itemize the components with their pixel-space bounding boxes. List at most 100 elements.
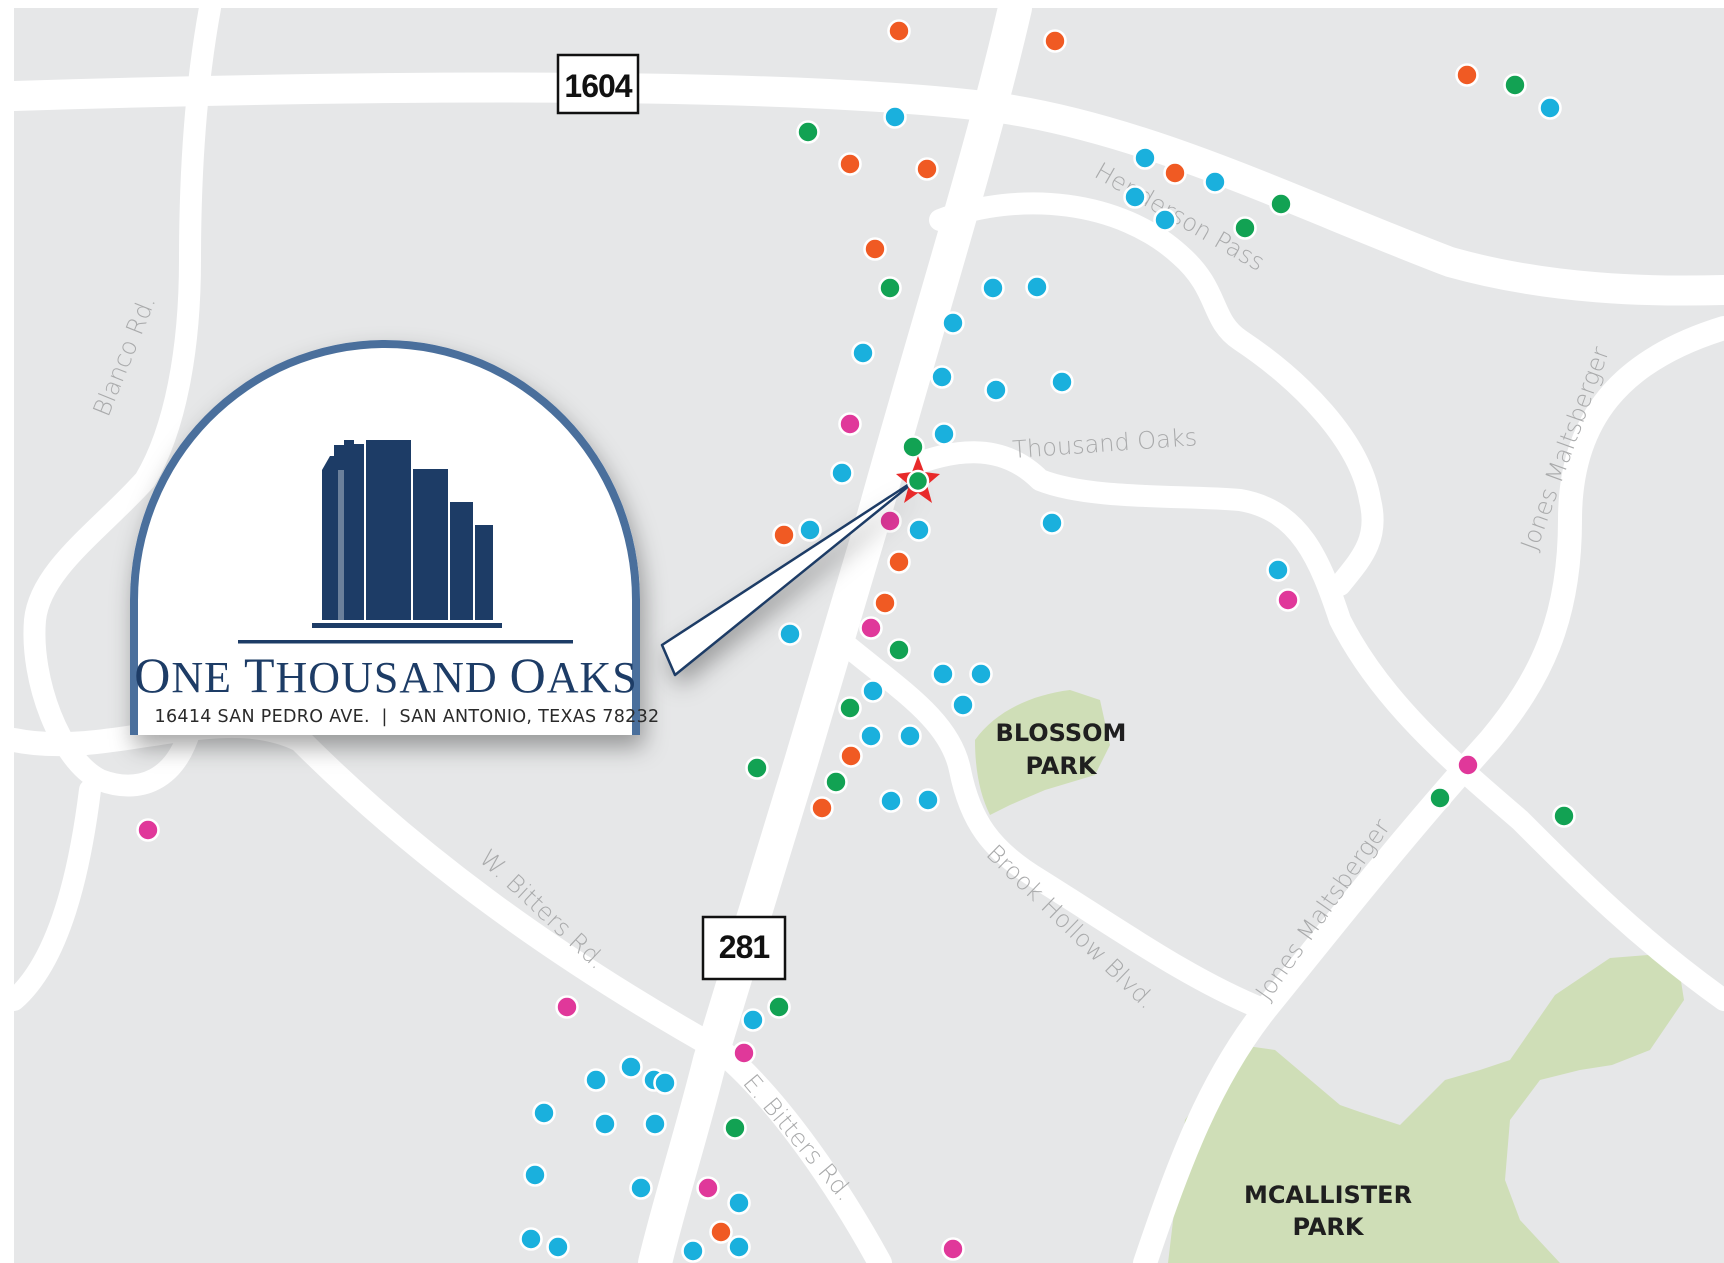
orange-marker[interactable]: [810, 796, 834, 820]
blue-marker[interactable]: [681, 1239, 705, 1263]
svg-text:1604: 1604: [564, 68, 632, 104]
orange-marker[interactable]: [1455, 63, 1479, 87]
pink-marker[interactable]: [696, 1176, 720, 1200]
blue-marker[interactable]: [741, 1008, 765, 1032]
property-location-star[interactable]: [896, 456, 940, 503]
blue-marker[interactable]: [898, 724, 922, 748]
blue-marker[interactable]: [593, 1112, 617, 1136]
blue-marker[interactable]: [532, 1101, 556, 1125]
green-marker[interactable]: [767, 995, 791, 1019]
green-marker[interactable]: [887, 638, 911, 662]
orange-marker[interactable]: [839, 744, 863, 768]
property-address: 16414 SAN PEDRO AVE. | SAN ANTONIO, TEXA…: [155, 707, 660, 727]
blue-marker[interactable]: [778, 622, 802, 646]
road-1604: [0, 72, 1724, 306]
blue-marker[interactable]: [1050, 370, 1074, 394]
orange-marker[interactable]: [887, 19, 911, 43]
orange-marker[interactable]: [772, 523, 796, 547]
pink-marker[interactable]: [838, 412, 862, 436]
property-marker: [906, 469, 930, 493]
green-marker[interactable]: [1269, 192, 1293, 216]
green-marker[interactable]: [1552, 804, 1576, 828]
green-marker[interactable]: [1428, 786, 1452, 810]
blue-marker[interactable]: [969, 662, 993, 686]
blue-marker[interactable]: [916, 788, 940, 812]
blue-marker[interactable]: [907, 518, 931, 542]
blue-marker[interactable]: [798, 518, 822, 542]
orange-marker[interactable]: [887, 550, 911, 574]
blue-marker[interactable]: [546, 1235, 570, 1259]
park-label-mcallister-1: MCALLISTER: [1244, 1181, 1412, 1209]
blue-marker[interactable]: [981, 276, 1005, 300]
blue-marker[interactable]: [931, 662, 955, 686]
blue-marker[interactable]: [883, 105, 907, 129]
green-marker[interactable]: [745, 756, 769, 780]
pink-marker[interactable]: [1276, 588, 1300, 612]
pink-marker[interactable]: [732, 1041, 756, 1065]
blue-marker[interactable]: [1040, 511, 1064, 535]
road-henderson: [929, 192, 1384, 596]
blue-marker[interactable]: [629, 1176, 653, 1200]
orange-marker[interactable]: [838, 152, 862, 176]
callout-content: ONE THOUSAND OAKS 16414 SAN PEDRO AVE. |…: [130, 340, 660, 735]
page-frame-white: [0, 0, 1724, 8]
pink-marker[interactable]: [941, 1237, 965, 1261]
road-brook-hollow: [829, 629, 1276, 1021]
park-label-mcallister-2: PARK: [1292, 1213, 1364, 1241]
pink-marker[interactable]: [1456, 753, 1480, 777]
pink-marker[interactable]: [136, 818, 160, 842]
green-marker[interactable]: [1503, 73, 1527, 97]
blue-marker[interactable]: [1266, 558, 1290, 582]
blue-marker[interactable]: [519, 1227, 543, 1251]
blossom-park-area: [975, 690, 1110, 815]
green-marker[interactable]: [878, 276, 902, 300]
orange-marker[interactable]: [1163, 161, 1187, 185]
green-marker[interactable]: [1233, 216, 1257, 240]
pink-marker[interactable]: [859, 616, 883, 640]
blue-marker[interactable]: [951, 693, 975, 717]
green-marker[interactable]: [796, 120, 820, 144]
blue-marker[interactable]: [727, 1235, 751, 1259]
green-marker[interactable]: [901, 435, 925, 459]
blue-marker[interactable]: [984, 378, 1008, 402]
green-marker[interactable]: [723, 1116, 747, 1140]
blue-marker[interactable]: [879, 789, 903, 813]
orange-marker[interactable]: [863, 237, 887, 261]
orange-marker[interactable]: [1043, 29, 1067, 53]
page-frame-white-left: [0, 0, 14, 1263]
blue-marker[interactable]: [830, 461, 854, 485]
blue-marker[interactable]: [584, 1068, 608, 1092]
blue-marker[interactable]: [930, 365, 954, 389]
blue-marker[interactable]: [851, 341, 875, 365]
blue-marker[interactable]: [653, 1071, 677, 1095]
highway-shield-281: 281: [701, 915, 787, 981]
blue-marker[interactable]: [859, 724, 883, 748]
brand-title: ONE THOUSAND OAKS: [134, 647, 638, 703]
blue-marker[interactable]: [941, 311, 965, 335]
blue-marker[interactable]: [1133, 146, 1157, 170]
orange-marker[interactable]: [709, 1220, 733, 1244]
blue-marker[interactable]: [861, 679, 885, 703]
green-marker[interactable]: [824, 770, 848, 794]
orange-marker[interactable]: [915, 157, 939, 181]
road-blanco: [3, 0, 221, 1011]
building-logo: [238, 440, 573, 644]
pink-marker[interactable]: [878, 509, 902, 533]
blue-marker[interactable]: [523, 1163, 547, 1187]
blue-marker[interactable]: [932, 422, 956, 446]
blue-marker[interactable]: [727, 1191, 751, 1215]
blue-marker[interactable]: [1203, 170, 1227, 194]
marker-layer: [136, 19, 1576, 1263]
blue-marker[interactable]: [1123, 185, 1147, 209]
green-marker[interactable]: [838, 696, 862, 720]
park-label-blossom-2: PARK: [1025, 752, 1097, 780]
blue-marker[interactable]: [643, 1112, 667, 1136]
orange-marker[interactable]: [873, 591, 897, 615]
mcallister-park-area: [1168, 955, 1684, 1263]
blue-marker[interactable]: [1153, 208, 1177, 232]
blue-marker[interactable]: [1025, 275, 1049, 299]
pink-marker[interactable]: [555, 995, 579, 1019]
blue-marker[interactable]: [1538, 96, 1562, 120]
blue-marker[interactable]: [619, 1055, 643, 1079]
